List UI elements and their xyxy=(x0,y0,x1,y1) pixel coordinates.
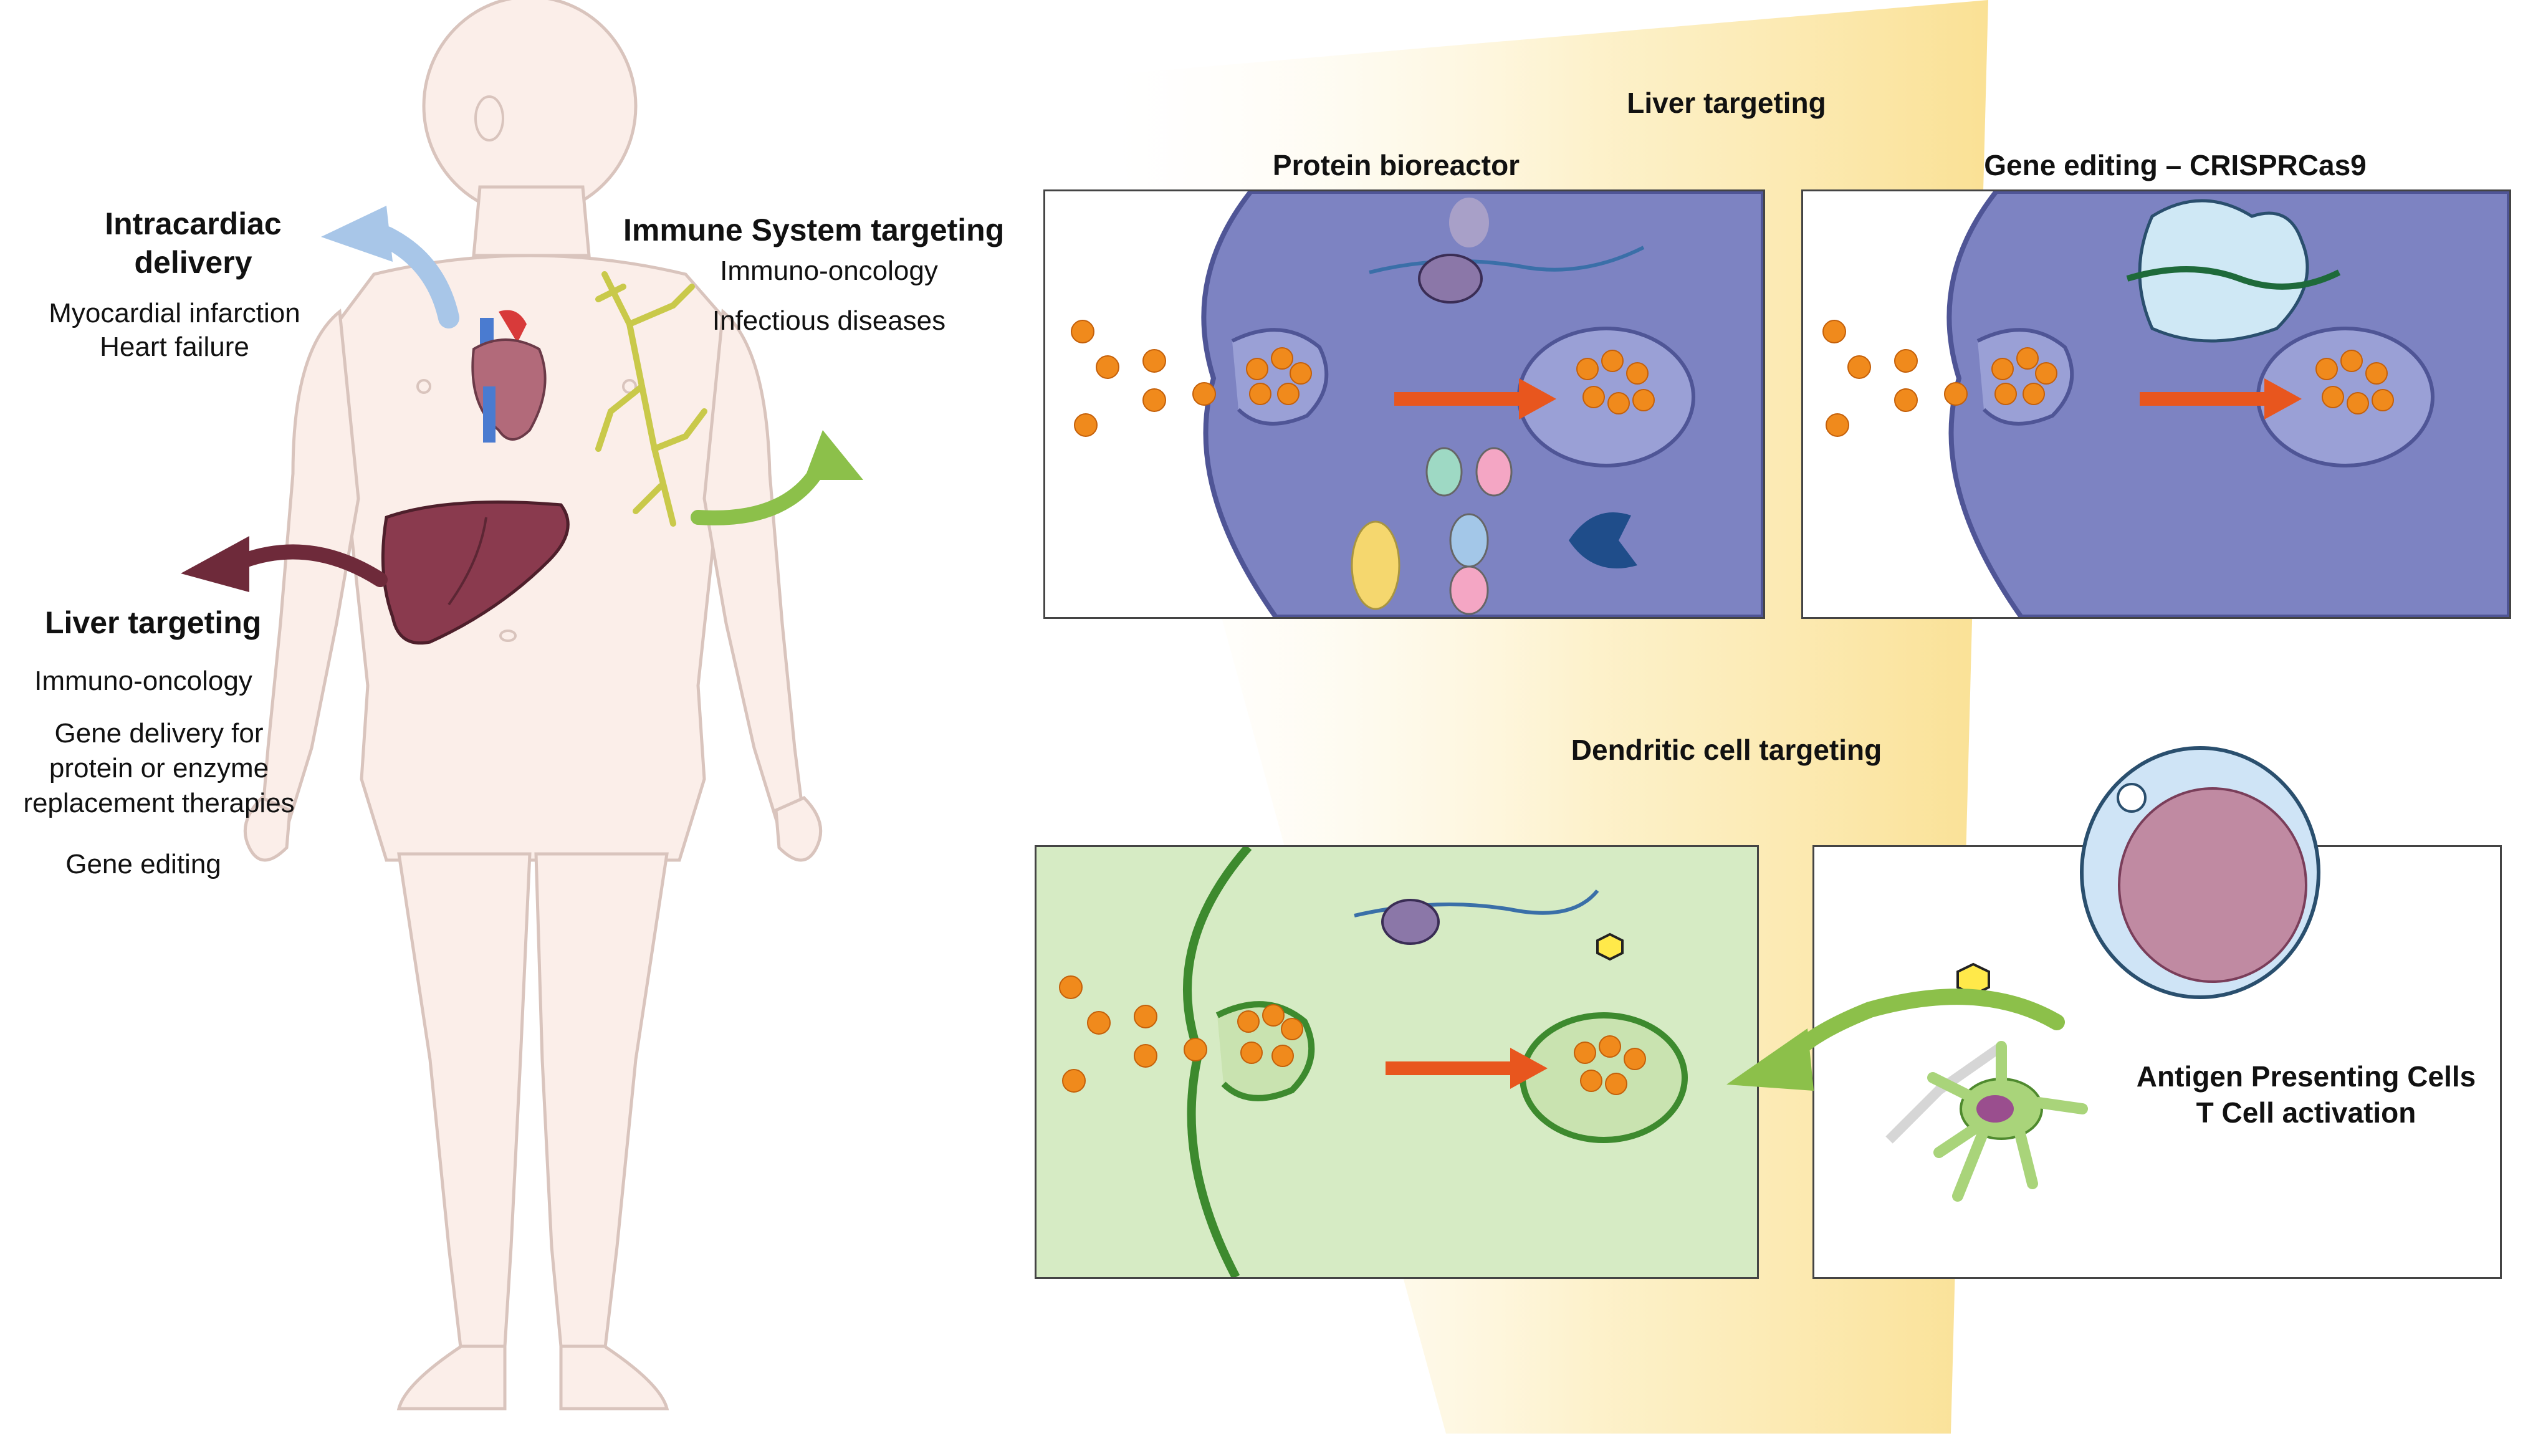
apc-label-line1: Antigen Presenting Cells xyxy=(2136,1060,2476,1093)
liver-item-1: Immuno-oncology xyxy=(34,666,252,696)
antigen-icon xyxy=(1956,962,1990,997)
dendritic-section-title: Dendritic cell targeting xyxy=(1571,734,1882,766)
immune-title: Immune System targeting xyxy=(623,213,1005,247)
endosome-vesicle xyxy=(1520,1012,1688,1143)
return-arrow xyxy=(1726,989,2065,1091)
panel-protein-bioreactor xyxy=(1043,189,1765,619)
intracardiac-item-1: Myocardial infarction xyxy=(49,298,300,328)
ribosome-icon xyxy=(1381,899,1440,945)
lymphocyte-icon xyxy=(2080,746,2320,999)
lipid-nanoparticles xyxy=(1822,320,2394,437)
dendritic-cell-icon xyxy=(1927,1041,2088,1202)
apc-label-line2: T Cell activation xyxy=(2196,1096,2416,1129)
mrna-icon xyxy=(1369,246,1645,274)
body-arrows xyxy=(181,206,863,592)
antigen-icon xyxy=(1596,932,1624,961)
heart-icon xyxy=(471,310,547,443)
panel-antigen-presenting-cells xyxy=(1812,845,2502,1279)
enzyme-icon xyxy=(1569,512,1637,568)
liver-arrow xyxy=(181,536,249,592)
protein-yellow xyxy=(1351,520,1400,610)
immune-arrow xyxy=(804,430,863,480)
intracardiac-item-2: Heart failure xyxy=(100,332,249,362)
lipid-nanoparticles xyxy=(1059,975,1646,1095)
process-arrow xyxy=(1519,378,1556,419)
antibody-icon xyxy=(1425,447,1513,615)
immune-item-1: Immuno-oncology xyxy=(720,256,938,286)
liver-item-3: Gene editing xyxy=(65,849,221,879)
process-arrow xyxy=(1510,1048,1548,1089)
lipid-nanoparticles xyxy=(1071,320,1655,437)
panel-gene-editing xyxy=(1801,189,2511,619)
liver-left-title: Liver targeting xyxy=(45,605,262,640)
liver-item-2-line3: replacement therapies xyxy=(23,788,295,818)
protein-bioreactor-title: Protein bioreactor xyxy=(1272,149,1520,181)
ribosome-icon xyxy=(1418,254,1483,304)
panel-dendritic-cell xyxy=(1035,845,1759,1279)
intracardiac-title-line2: delivery xyxy=(134,245,252,280)
gene-editing-title: Gene editing – CRISPRCas9 xyxy=(1984,149,2367,181)
liver-item-2-line1: Gene delivery for xyxy=(54,718,264,749)
liver-item-2-line2: protein or enzyme xyxy=(49,753,269,783)
liver-icon xyxy=(381,501,570,645)
human-body-illustration xyxy=(243,0,823,1410)
intracardiac-title-line1: Intracardiac xyxy=(105,206,282,241)
liver-section-title: Liver targeting xyxy=(1627,87,1826,119)
heart-arrow xyxy=(321,206,393,262)
lymph-vessels-icon xyxy=(595,271,707,527)
process-arrow xyxy=(2264,378,2302,419)
immune-item-2: Infectious diseases xyxy=(712,305,946,336)
